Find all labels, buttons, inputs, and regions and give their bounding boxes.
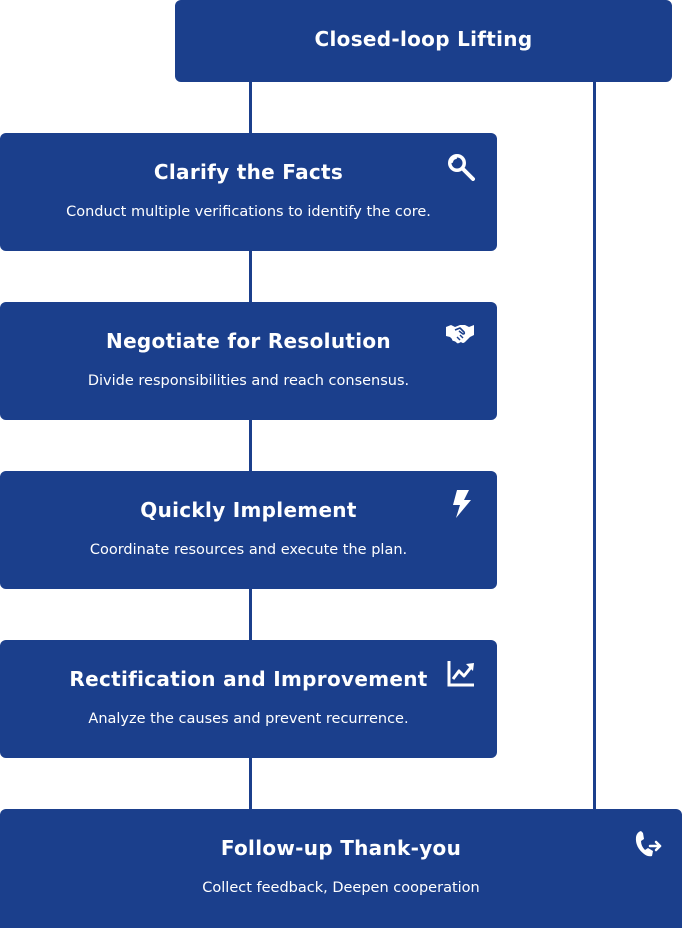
handshake-icon <box>445 318 475 348</box>
step-description: Collect feedback, Deepen cooperation <box>202 880 480 896</box>
step-negotiate-resolution: Negotiate for Resolution Divide responsi… <box>0 302 497 420</box>
trend-chart-icon <box>446 658 476 688</box>
step-description: Divide responsibilities and reach consen… <box>87 373 410 389</box>
closed-loop-lifting-title: Closed-loop Lifting <box>314 27 533 51</box>
step-title: Follow-up Thank-you <box>220 836 462 860</box>
step-description: Coordinate resources and execute the pla… <box>89 542 408 558</box>
step-title: Quickly Implement <box>140 498 357 522</box>
step-clarify-facts: Clarify the Facts Conduct multiple verif… <box>0 133 497 251</box>
closed-loop-lifting-box: Closed-loop Lifting <box>175 0 672 82</box>
step-follow-up-thank-you: Follow-up Thank-you Collect feedback, De… <box>0 809 682 928</box>
step-rectification-improvement: Rectification and Improvement Analyze th… <box>0 640 497 758</box>
step-title: Clarify the Facts <box>153 160 344 184</box>
connector-loop-vertical <box>593 82 596 810</box>
step-title: Negotiate for Resolution <box>106 329 391 353</box>
lightning-icon <box>446 489 476 519</box>
magnifier-icon <box>445 151 475 181</box>
step-description: Analyze the causes and prevent recurrenc… <box>88 711 409 727</box>
step-quickly-implement: Quickly Implement Coordinate resources a… <box>0 471 497 589</box>
step-title: Rectification and Improvement <box>69 667 428 691</box>
step-description: Conduct multiple verifications to identi… <box>66 204 431 220</box>
phone-forward-icon <box>634 829 664 859</box>
